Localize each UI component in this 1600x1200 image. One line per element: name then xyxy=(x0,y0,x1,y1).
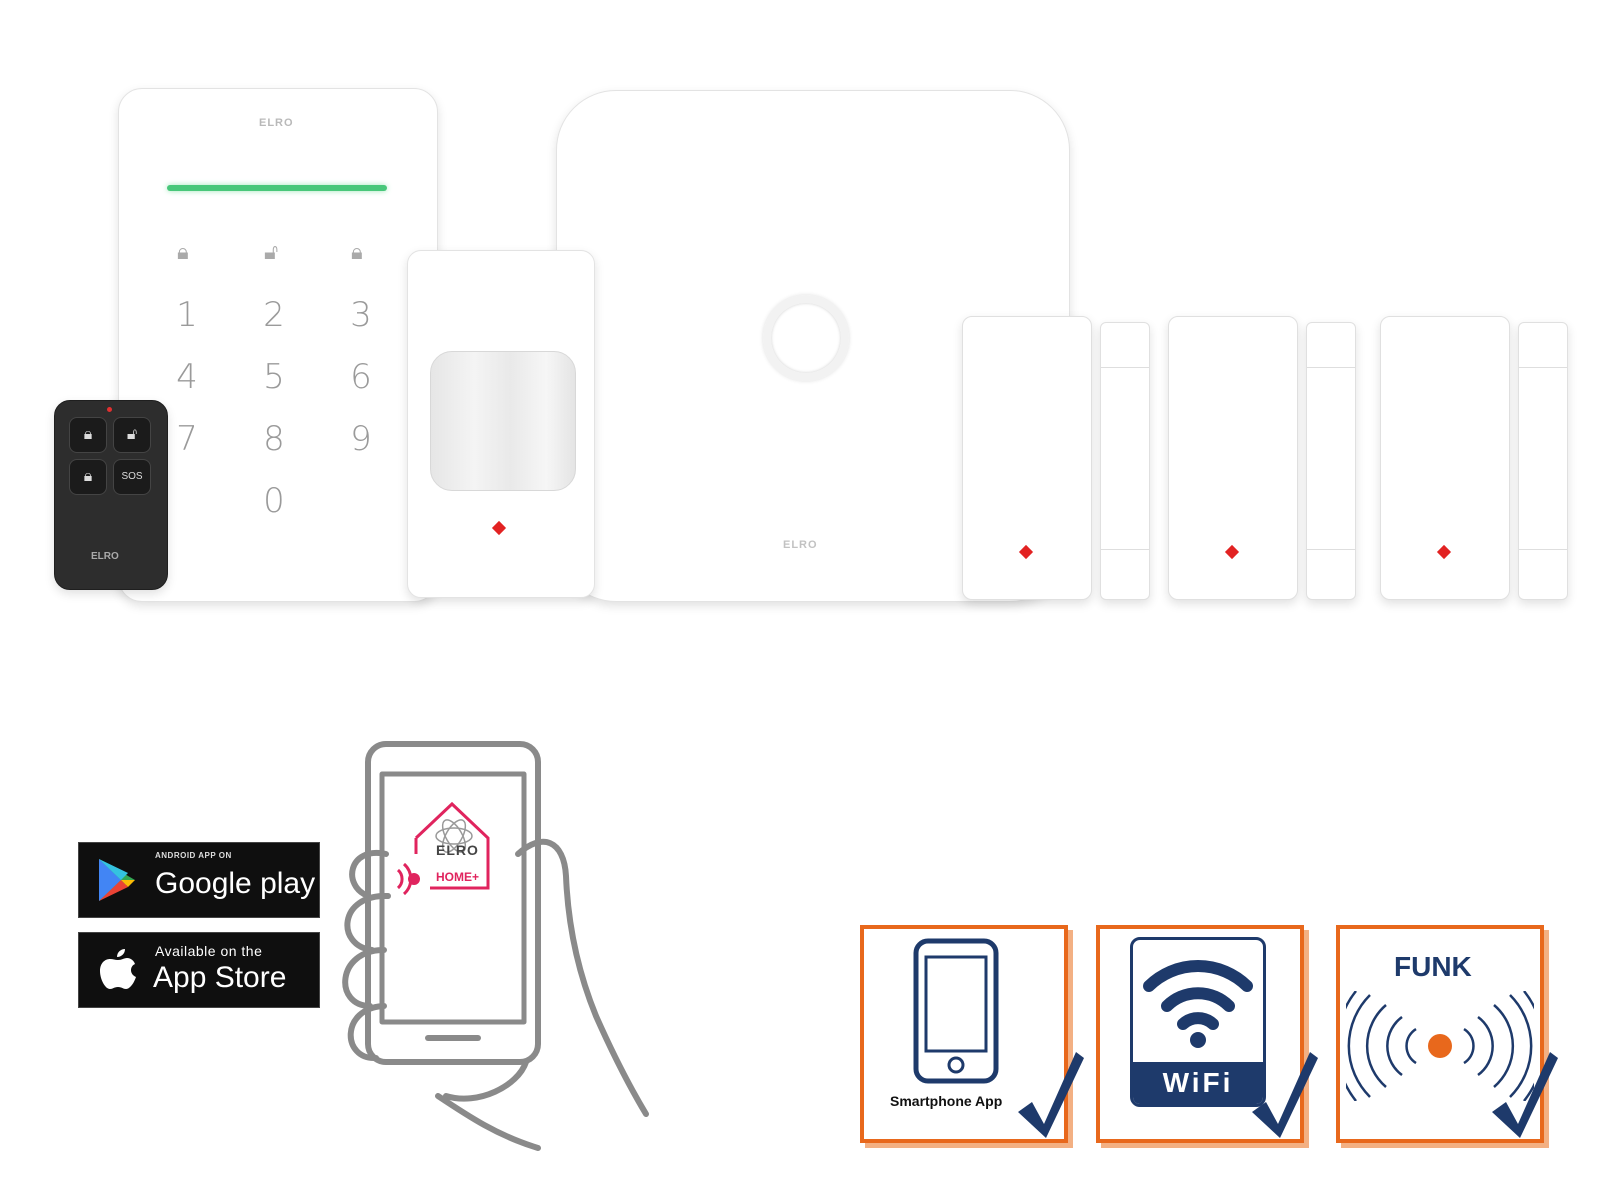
badge-big-text: App Store xyxy=(153,961,287,994)
checkmark-icon xyxy=(1492,1052,1558,1138)
home-lock-icon: 🔒︎ xyxy=(351,239,363,264)
app-elro-text: ELRO xyxy=(436,842,479,858)
door-magnet-2 xyxy=(1306,322,1356,600)
magnet-seam xyxy=(1307,367,1355,368)
feature-label: Smartphone App xyxy=(890,1093,1003,1109)
elro-logo: ELRO xyxy=(259,117,294,129)
status-led xyxy=(1224,544,1240,560)
keypad-key-9: 9 xyxy=(350,419,372,459)
hub-button-ring xyxy=(763,295,849,381)
magnet-seam xyxy=(1101,367,1149,368)
badge-big-text: Google play xyxy=(155,867,316,900)
unlock-icon: 🔓︎ xyxy=(113,417,151,453)
wifi-icon xyxy=(1143,959,1253,1048)
keypad-key-0: 0 xyxy=(263,481,285,521)
lock-icon: 🔒︎ xyxy=(69,417,107,453)
magnet-seam xyxy=(1307,549,1355,550)
elro-logo: ELRO xyxy=(91,551,119,562)
apple-icon xyxy=(100,949,136,989)
wifi-label: WiFi xyxy=(1133,1062,1263,1104)
keypad-key-2: 2 xyxy=(263,295,285,335)
door-sensor-1 xyxy=(962,316,1092,600)
keypad-key-4: 4 xyxy=(176,357,198,397)
magnet-seam xyxy=(1101,549,1149,550)
lock-icon: 🔒︎ xyxy=(177,239,189,264)
keypad-key-1: 1 xyxy=(176,295,198,335)
door-magnet-3 xyxy=(1518,322,1568,600)
keypad-key-8: 8 xyxy=(263,419,285,459)
badge-small-text: Available on the xyxy=(155,943,263,959)
hand-holding-phone-illustration xyxy=(342,741,649,1151)
google-play-icon xyxy=(99,859,135,901)
door-sensor-3 xyxy=(1380,316,1510,600)
keypad-key-7: 7 xyxy=(176,419,198,459)
status-led xyxy=(1436,544,1452,560)
status-led xyxy=(1018,544,1034,560)
alarm-keypad: ELRO 🔒︎ 🔓︎ 🔒︎ 1 2 3 4 5 6 7 8 9 0 xyxy=(118,88,438,602)
unlock-icon: 🔓︎ xyxy=(264,239,279,264)
sos-bell-icon: SOS xyxy=(113,459,151,495)
feature-funk: FUNK xyxy=(1336,925,1544,1143)
radio-waves-icon xyxy=(1346,991,1534,1101)
feature-wifi: WiFi xyxy=(1096,925,1304,1143)
pir-lens xyxy=(430,351,576,491)
badge-small-text: ANDROID APP ON xyxy=(155,851,232,860)
magnet-seam xyxy=(1519,367,1567,368)
elro-logo: ELRO xyxy=(783,539,818,551)
app-store-badge[interactable]: Available on the App Store xyxy=(78,932,320,1008)
wifi-box: WiFi xyxy=(1130,937,1266,1107)
google-play-badge[interactable]: ANDROID APP ON Google play xyxy=(78,842,320,918)
keypad-key-3: 3 xyxy=(350,295,372,335)
magnet-seam xyxy=(1519,549,1567,550)
motion-detector xyxy=(407,250,595,598)
door-sensor-2 xyxy=(1168,316,1298,600)
smartphone-icon xyxy=(913,938,999,1084)
status-led xyxy=(491,520,507,536)
keypad-key-5: 5 xyxy=(263,357,285,397)
checkmark-icon xyxy=(1018,1052,1084,1138)
feature-label: FUNK xyxy=(1394,951,1472,982)
remote-control: 🔒︎ 🔓︎ 🔒︎ SOS ELRO xyxy=(54,400,168,590)
remote-led xyxy=(107,407,112,412)
home-lock-icon: 🔒︎ xyxy=(69,459,107,495)
app-home-text: HOME+ xyxy=(436,870,480,884)
checkmark-icon xyxy=(1252,1052,1318,1138)
keypad-key-6: 6 xyxy=(350,357,372,397)
status-light-bar xyxy=(167,185,387,191)
door-magnet-1 xyxy=(1100,322,1150,600)
elro-home-app-icon xyxy=(396,801,490,896)
